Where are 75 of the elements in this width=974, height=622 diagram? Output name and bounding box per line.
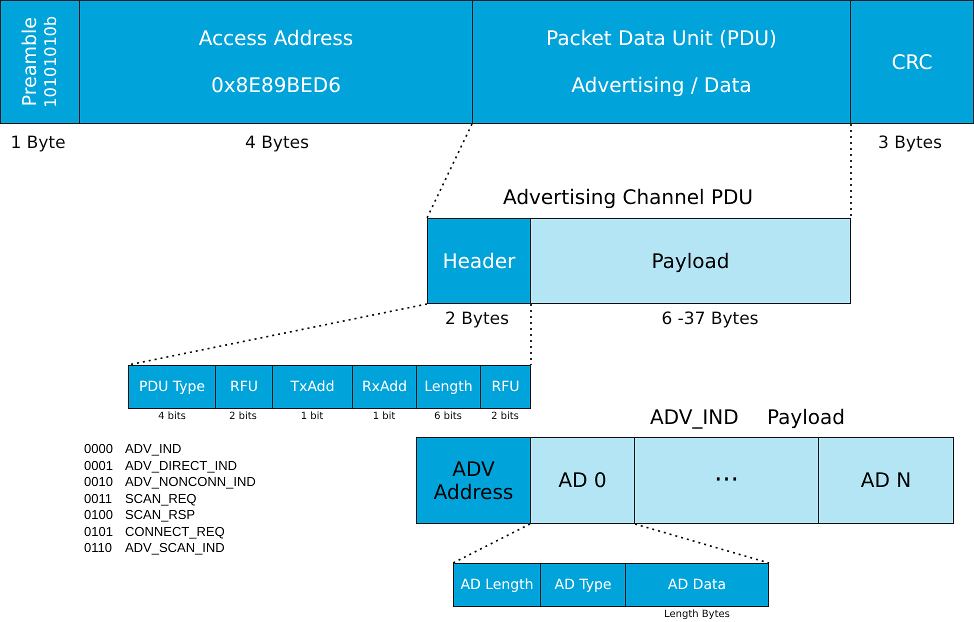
field-name: AD Data (668, 576, 726, 594)
size-label: 1 Byte (10, 133, 66, 153)
size-label: 4 Bytes (245, 133, 309, 153)
size-label: 1 bit (300, 411, 324, 422)
field-box (128, 365, 216, 409)
field-box (427, 218, 531, 304)
type-name: ADV_NONCONN_IND (125, 474, 256, 489)
size-label: 2 bits (229, 411, 257, 422)
field-name: RFU (491, 378, 520, 396)
field-name: PDU Type (138, 378, 206, 396)
field-value: 10101010b (42, 16, 60, 108)
zoom-line (634, 523, 770, 564)
field-name: CRC (892, 50, 932, 74)
size-label: 6 bits (434, 411, 462, 422)
field-value: Advertising / Data (571, 74, 752, 97)
field-box (453, 563, 541, 607)
field-value: 0x8E89BED6 (211, 74, 341, 97)
type-name: SCAN_RSP (125, 507, 196, 522)
type-code: 0000 (84, 441, 113, 456)
field-box (472, 0, 851, 124)
type-code: 0010 (84, 474, 113, 489)
field-name: AD 0 (558, 469, 607, 492)
field-box (634, 437, 819, 524)
field-name: AD Length (460, 576, 534, 594)
field-box (416, 437, 531, 524)
field-name: AD N (860, 469, 912, 492)
type-code: 0101 (84, 524, 113, 538)
field-box (0, 0, 80, 124)
zoom-line (426, 124, 473, 218)
field-box (79, 0, 473, 124)
field-name: TxAdd (290, 378, 334, 396)
field-box (625, 563, 769, 607)
section-heading: Payload (767, 405, 845, 429)
size-label: 2 bits (491, 411, 519, 422)
size-label: 6 -37 Bytes (661, 309, 759, 329)
field-box (530, 218, 851, 304)
type-name: ADV_DIRECT_IND (125, 458, 237, 472)
size-label: Length Bytes (664, 609, 730, 620)
type-name: SCAN_REQ (125, 490, 197, 506)
field-name: Preamble (20, 17, 42, 107)
type-code: 0110 (84, 540, 112, 555)
field-box (540, 563, 626, 607)
field-box (818, 437, 954, 524)
field-name: ADV Address (432, 458, 514, 504)
field-name: Header (442, 250, 516, 272)
field-box (850, 0, 974, 124)
size-label: 1 bit (372, 411, 396, 422)
field-name: Payload (652, 250, 730, 272)
size-label: 2 Bytes (445, 309, 509, 329)
field-name: Length (424, 378, 473, 396)
field-name: Access Address (198, 27, 354, 50)
size-label: 4 bits (158, 411, 186, 422)
zoom-line (452, 523, 530, 564)
zoom-line (850, 124, 852, 218)
field-name: RxAdd (362, 378, 408, 396)
type-name: ADV_IND (125, 441, 182, 456)
size-label: 3 Bytes (878, 133, 942, 153)
type-name: ADV_SCAN_IND (125, 540, 225, 555)
section-heading: Advertising Channel PDU (503, 185, 754, 209)
field-box (215, 365, 273, 409)
field-box (480, 365, 531, 409)
type-code: 0011 (84, 490, 112, 506)
section-heading: ADV_IND (650, 405, 739, 429)
type-name: CONNECT_REQ (125, 524, 225, 538)
type-code: 0100 (84, 507, 113, 522)
field-name: RFU (230, 378, 258, 396)
field-name: Packet Data Unit (PDU) (546, 27, 777, 50)
type-code: 0001 (84, 458, 113, 472)
field-name: AD Type (554, 576, 612, 594)
field-box (352, 365, 417, 409)
field-box (416, 365, 481, 409)
field-box (272, 365, 353, 409)
zoom-line (530, 304, 532, 365)
field-box (530, 437, 635, 524)
field-name: ··· (714, 466, 739, 496)
